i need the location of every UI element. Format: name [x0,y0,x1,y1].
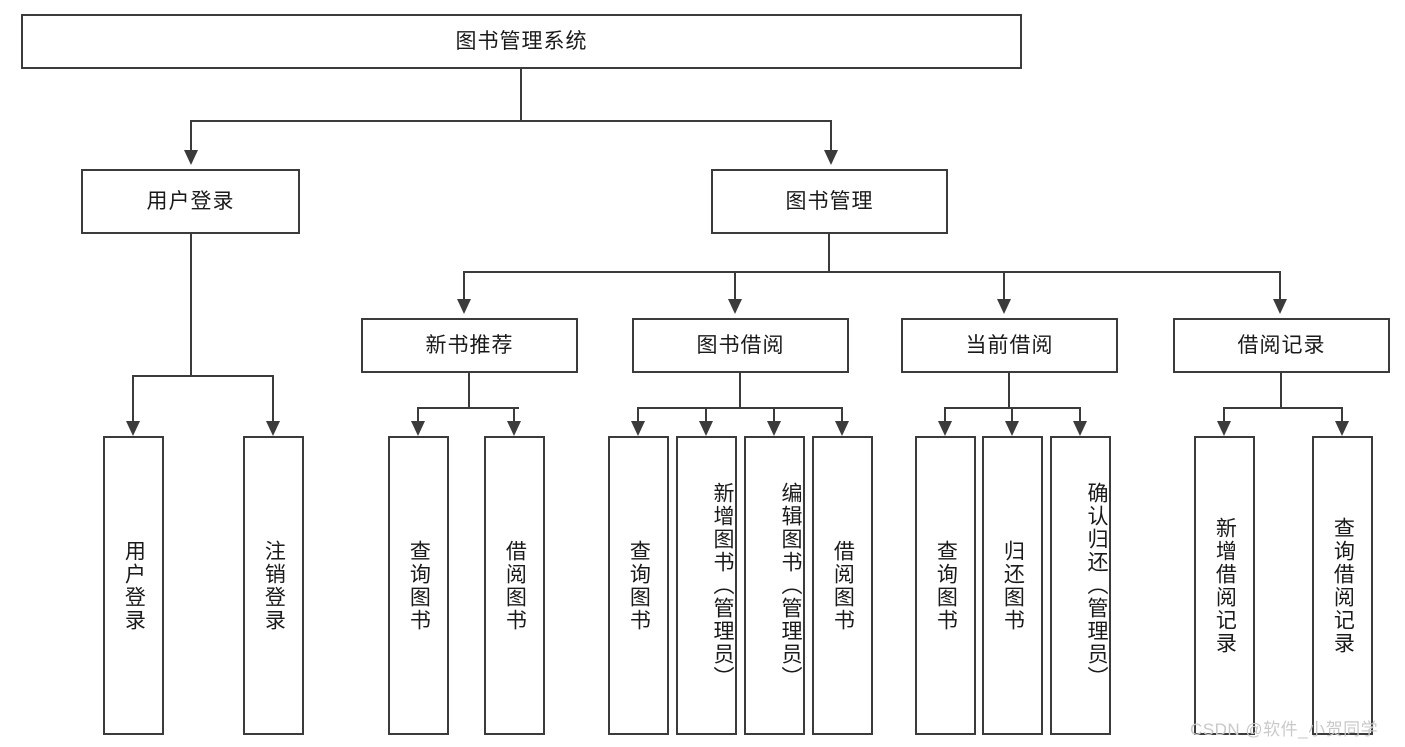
leaf-borrow-record-query[interactable]: 查询借阅记录 [1312,436,1373,735]
connector-level3-drop-4 [1279,271,1281,299]
arrowhead-current-borrow-leaf-2 [1005,421,1019,436]
arrowhead-book-borrow-leaf-1 [631,421,645,436]
connector-current-borrow-drop-2 [1011,407,1013,422]
node-label: 借阅图书 [831,539,855,632]
connector-borrow-record-drop-1 [1223,407,1225,422]
connector-book-borrow-bus [637,407,843,409]
connector-root-stem [520,69,522,121]
connector-new-book-bus [417,407,519,409]
leaf-borrow-record-add[interactable]: 新增借阅记录 [1194,436,1255,735]
connector-borrow-record-stem [1280,373,1282,408]
arrowhead-new-book-leaf-2 [507,421,521,436]
arrowhead-to-user-login [184,150,198,165]
connector-current-borrow-stem [1008,373,1010,408]
arrowhead-new-book-leaf-1 [411,421,425,436]
node-label: 归还图书 [1001,539,1025,632]
node-label: 借阅图书 [503,539,527,632]
leaf-current-borrow-confirm-admin[interactable]: 确认归还（管理员） [1050,436,1111,735]
connector-root-drop-right [830,120,832,150]
node-user-login[interactable]: 用户登录 [81,169,300,234]
node-root-book-management-system[interactable]: 图书管理系统 [21,14,1022,69]
node-label: 查询图书 [627,539,651,632]
leaf-book-borrow-borrow[interactable]: 借阅图书 [812,436,873,735]
connector-root-bus [190,120,832,122]
arrowhead-to-book-management [824,150,838,165]
connector-book-borrow-drop-2 [705,407,707,422]
leaf-new-book-query[interactable]: 查询图书 [388,436,449,735]
connector-current-borrow-drop-1 [944,407,946,422]
arrowhead-to-borrow-record [1273,299,1287,314]
node-book-management[interactable]: 图书管理 [711,169,948,234]
connector-root-drop-left [190,120,192,150]
connector-user-login-bus [132,375,274,377]
arrowhead-current-borrow-leaf-1 [938,421,952,436]
leaf-current-borrow-return[interactable]: 归还图书 [982,436,1043,735]
connector-new-book-stem [468,373,470,408]
connector-user-login-drop-1 [132,375,134,421]
connector-new-book-drop-2 [513,407,515,422]
connector-book-borrow-stem [739,373,741,408]
node-label: 查询图书 [934,539,958,632]
node-label: 新增借阅记录 [1213,516,1237,655]
node-label: 图书借阅 [696,333,785,357]
arrowhead-user-login-leaf-1 [126,421,140,436]
connector-level3-bus [463,271,1281,273]
leaf-current-borrow-query[interactable]: 查询图书 [915,436,976,735]
node-label: 查询图书 [407,539,431,632]
connector-new-book-drop-1 [417,407,419,422]
node-label: 编辑图书（管理员） [779,482,802,689]
connector-book-borrow-drop-3 [773,407,775,422]
arrowhead-borrow-record-leaf-2 [1335,421,1349,436]
node-current-borrow[interactable]: 当前借阅 [901,318,1118,373]
node-new-book-recommend[interactable]: 新书推荐 [361,318,578,373]
connector-current-borrow-drop-3 [1079,407,1081,422]
arrowhead-to-book-borrow [728,299,742,314]
connector-book-management-stem [828,234,830,272]
node-label: 图书管理系统 [455,29,588,53]
connector-user-login-drop-2 [272,375,274,421]
arrowhead-book-borrow-leaf-2 [699,421,713,436]
arrowhead-to-current-borrow [997,299,1011,314]
node-label: 确认归还（管理员） [1085,482,1108,689]
node-label: 查询借阅记录 [1331,516,1355,655]
arrowhead-to-new-book-recommend [457,299,471,314]
arrowhead-book-borrow-leaf-3 [767,421,781,436]
connector-borrow-record-bus [1223,407,1342,409]
node-label: 用户登录 [122,539,146,632]
node-book-borrow[interactable]: 图书借阅 [632,318,849,373]
connector-level3-drop-2 [734,271,736,299]
arrowhead-current-borrow-leaf-3 [1073,421,1087,436]
arrowhead-borrow-record-leaf-1 [1217,421,1231,436]
node-borrow-record[interactable]: 借阅记录 [1173,318,1390,373]
leaf-user-login-login[interactable]: 用户登录 [103,436,164,735]
connector-book-borrow-drop-1 [637,407,639,422]
connector-book-borrow-drop-4 [841,407,843,422]
node-label: 用户登录 [146,189,235,213]
node-label: 图书管理 [785,189,874,213]
leaf-book-borrow-add-admin[interactable]: 新增图书（管理员） [676,436,737,735]
connector-borrow-record-drop-2 [1341,407,1343,422]
leaf-book-borrow-query[interactable]: 查询图书 [608,436,669,735]
leaf-new-book-borrow[interactable]: 借阅图书 [484,436,545,735]
csdn-watermark: CSDN @软件_小贺同学 [1190,720,1379,739]
arrowhead-user-login-leaf-2 [266,421,280,436]
arrowhead-book-borrow-leaf-4 [835,421,849,436]
connector-user-login-stem [190,234,192,376]
leaf-book-borrow-edit-admin[interactable]: 编辑图书（管理员） [744,436,805,735]
connector-level3-drop-3 [1003,271,1005,299]
node-label: 当前借阅 [965,333,1054,357]
leaf-user-login-logout[interactable]: 注销登录 [243,436,304,735]
connector-level3-drop-1 [463,271,465,299]
node-label: 注销登录 [262,539,286,632]
node-label: 借阅记录 [1237,333,1326,357]
node-label: 新书推荐 [425,333,514,357]
node-label: 新增图书（管理员） [711,482,734,689]
